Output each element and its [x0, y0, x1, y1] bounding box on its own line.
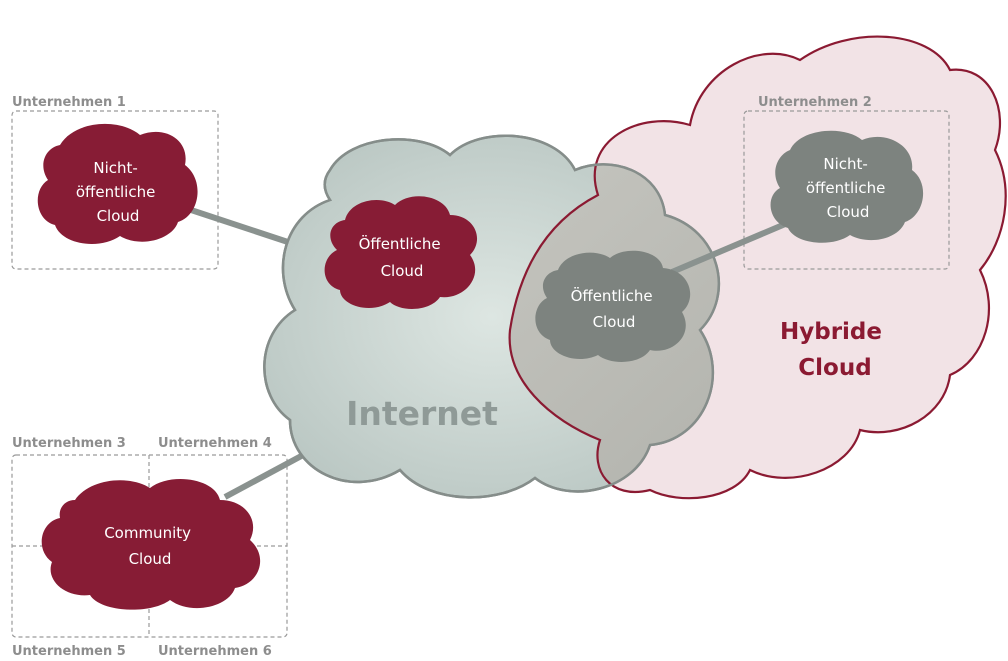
company-label-3: Unternehmen 3: [12, 436, 126, 451]
public-cloud-internet-label: Öffentliche Cloud: [359, 234, 446, 280]
company-label-5: Unternehmen 5: [12, 644, 126, 659]
link-hybrid-public-private: [670, 219, 792, 275]
company-label-1: Unternehmen 1: [12, 95, 126, 110]
hybrid-cloud-label: Hybride Cloud: [780, 319, 890, 381]
company-box-2: [743, 110, 950, 270]
private-cloud-right-shape: [770, 130, 924, 243]
company-label-4: Unternehmen 4: [158, 436, 272, 451]
company-label-6: Unternehmen 6: [158, 644, 272, 659]
private-cloud-left-label: Nicht- öffentliche Cloud: [76, 159, 160, 225]
community-cloud-label: Community Cloud: [104, 524, 196, 568]
community-cloud-shape: [41, 478, 261, 610]
internet-cloud-outline: [263, 134, 721, 499]
internet-label: Internet: [346, 394, 498, 433]
private-cloud-left-shape: [37, 123, 198, 244]
public-cloud-internet-shape: [324, 196, 478, 309]
company-label-2: Unternehmen 2: [758, 95, 872, 110]
public-cloud-hybrid-shape: [535, 250, 691, 362]
public-cloud-hybrid-label: Öffentliche Cloud: [571, 286, 658, 331]
link-private-left-internet: [184, 205, 301, 249]
private-cloud-right-label: Nicht- öffentliche Cloud: [806, 155, 890, 221]
company-box-1: [11, 110, 219, 270]
